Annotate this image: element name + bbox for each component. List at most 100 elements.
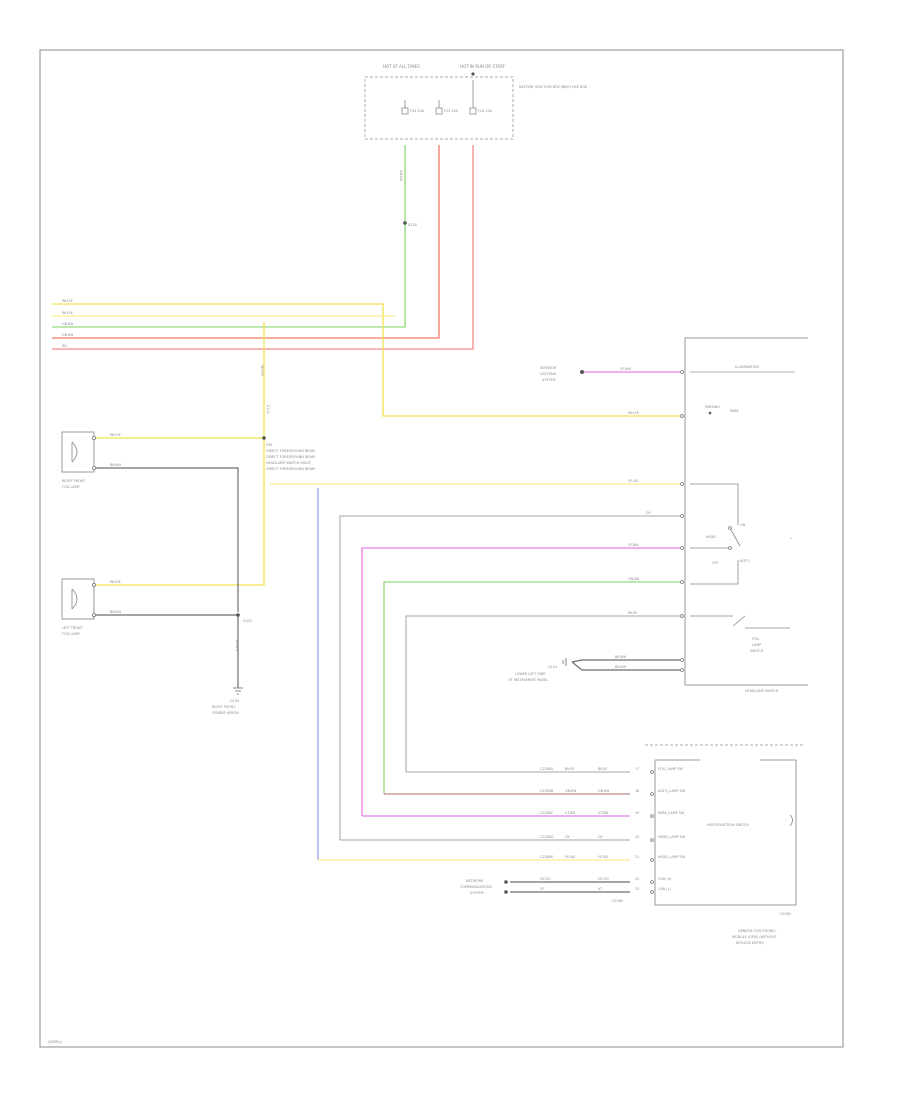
bjb-header-right: HOT IN RUN OR START — [460, 64, 505, 69]
gem-pin-number: 18 — [635, 789, 639, 793]
hsw-illum: ILLUMINATION — [735, 365, 759, 369]
hsw-terminal — [680, 482, 684, 486]
gem-pin-wire: GY — [565, 835, 570, 839]
gem-name-3: KEYLESS ENTRY) — [736, 941, 765, 945]
module-note-2: DIRECT FOREGROUND BEAM — [266, 449, 315, 453]
wire-green-hsw — [383, 581, 680, 794]
wire-violet-tail — [406, 616, 630, 772]
network-label-1: NETWORK — [466, 879, 484, 883]
module-note-4: HEADLAMP SWITCH RIGHT — [266, 461, 312, 465]
gem-pin-wire-2: YE-BU — [598, 855, 609, 859]
hsw-black2-label: BK-WH — [615, 665, 627, 669]
hsw-terminal — [680, 414, 684, 418]
left-front-fog-lamp: LEFT FRONT FOG LAMP — [61, 578, 97, 636]
hsw-green-label: GN-BN — [628, 577, 640, 581]
bjb-header-left: HOT AT ALL TIMES — [383, 64, 420, 69]
wire-violet-hsw — [361, 547, 680, 816]
ground-g100: G100 RIGHT FRONT FENDER APRON — [212, 687, 243, 715]
gem-pin-wire-2: VT — [598, 887, 603, 891]
wire-rd-bjb — [52, 145, 440, 339]
gem-pin-name: AUTO_LAMP SW — [658, 789, 686, 793]
module-note-1: DRL — [266, 443, 273, 447]
splice-s128-dot — [403, 221, 407, 225]
module-note-5: DIRECT FOREGROUND BEAM — [266, 467, 315, 471]
gem-pin-id: C2280B — [540, 789, 554, 793]
gem-pin-wire: VT — [540, 887, 545, 891]
hsw-fog-3: SWITCH — [750, 649, 764, 653]
hsw-terminal — [680, 514, 684, 518]
bjb-wire1-label: GN-BU — [399, 170, 403, 182]
wire-lf-black — [96, 614, 239, 688]
gem-corner-label: C2280 — [780, 912, 791, 916]
gem-pin-terminal — [650, 792, 654, 796]
gem-pin-number: 22 — [635, 877, 639, 881]
wire-yellow-bus-top — [52, 303, 680, 417]
interior-label-2: LIGHTING — [540, 372, 557, 376]
gem-pin-id: C2280A — [540, 767, 554, 771]
hsw-name: HEADLAMP SWITCH — [745, 689, 779, 693]
hsw-ground-symbol — [562, 658, 567, 666]
bus3-label: GN-BN — [62, 322, 74, 326]
splice-s100-dot — [236, 613, 240, 617]
ground-desc-1: RIGHT FRONT — [212, 705, 236, 709]
network-label-3: SYSTEM — [470, 891, 484, 895]
hsw-parking: PARKING — [705, 405, 720, 409]
fuse-1-label: F20 10A — [410, 109, 425, 113]
hsw-ylw2-label: YE-BU — [628, 479, 639, 483]
wire-hsw-ground-2 — [571, 661, 680, 671]
fuse-3: F24 15A — [469, 72, 493, 115]
gem-pin-number: 17 — [635, 767, 639, 771]
bus2-label: WH-YE — [62, 311, 73, 315]
bjb-name: BATTERY JUNCTION BOX (BJB) FUSE BOX — [519, 85, 588, 89]
bjb-name-text: BATTERY JUNCTION BOX (BJB) FUSE BOX — [519, 85, 588, 89]
wire-gray2-hsw — [405, 615, 680, 772]
hsw-terminal — [680, 580, 684, 584]
lf-lamp-label-1: LEFT FRONT — [62, 626, 84, 630]
headlamp-switch: HEADLAMP SWITCH ILLUMINATION PARKING PAR… — [684, 337, 808, 693]
hsw-fog-2: LAMP — [752, 643, 761, 647]
hsw-terminal — [680, 546, 684, 550]
ground-splice-label: S100 — [243, 619, 252, 623]
lf-lamp-label-2: FOG LAMP — [62, 632, 80, 636]
interior-label-1: INTERIOR — [540, 366, 557, 370]
gem-pin-number: 19 — [635, 811, 639, 815]
right-front-fog-lamp: RIGHT FRONT FOG LAMP — [61, 431, 97, 489]
hsw-ground-label-1: G101 — [548, 665, 557, 669]
fuse-1: F20 10A — [401, 100, 425, 115]
wire-rf-black — [96, 467, 239, 612]
battery-junction-box: HOT AT ALL TIMES HOT IN RUN OR START BAT… — [364, 64, 588, 140]
gem-pin-wire-2: VT-BN — [598, 811, 609, 815]
gem-pin-terminal — [650, 838, 654, 842]
wire-hsw-ground-1 — [571, 659, 680, 663]
hsw-terminal — [680, 370, 684, 374]
fuse-2: F23 15A — [435, 100, 459, 115]
ground-wire-label: BK-WH — [235, 640, 239, 652]
hsw-terminal — [680, 658, 684, 662]
gem-pin-id: C2280D — [540, 835, 554, 839]
gem-pin-name: FOG_LAMP SW — [658, 767, 683, 771]
gem-pin-wire: VT-BN — [565, 811, 576, 815]
gem-pin-wire: GN-BN — [565, 789, 577, 793]
hsw-yellow-label: WH-YE — [628, 411, 639, 415]
gem-pin-wire-2: GN-BN — [598, 789, 610, 793]
can-h-arrow — [504, 880, 508, 884]
hsw-auto: AUTO — [740, 559, 750, 563]
hsw-on: ON — [740, 523, 746, 527]
hsw-gray2-label: BK-YE — [628, 611, 637, 615]
gem-pin-number: 20 — [635, 835, 639, 839]
ground-desc-2: FENDER APRON — [212, 711, 239, 715]
gem-name-2: MODULE (GEM) (WITHOUT — [732, 935, 778, 939]
bus4-label: GN-BN — [62, 333, 74, 337]
hsw-off: OFF — [712, 561, 719, 565]
gem-pin-id: C2280E — [540, 855, 553, 859]
hsw-head: HEAD — [706, 535, 716, 539]
outer-frame — [39, 49, 844, 1048]
gem-pin-wire: BK-YE — [565, 767, 574, 771]
gem-pin-name: CAN (L) — [658, 887, 672, 891]
gem-pin-terminal — [650, 858, 654, 862]
